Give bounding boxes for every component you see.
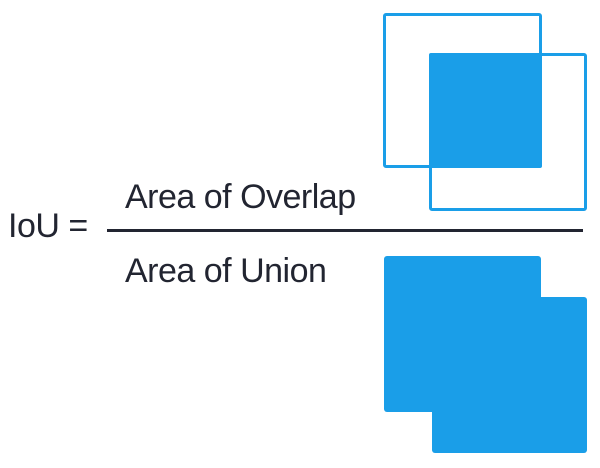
fraction-bar: [107, 229, 583, 232]
overlap-intersection-fill: [429, 53, 542, 168]
union-box-b-fill: [432, 297, 587, 453]
iou-equals-label: IoU =: [8, 207, 88, 245]
numerator-label: Area of Overlap: [125, 178, 356, 216]
denominator-label: Area of Union: [125, 252, 327, 290]
